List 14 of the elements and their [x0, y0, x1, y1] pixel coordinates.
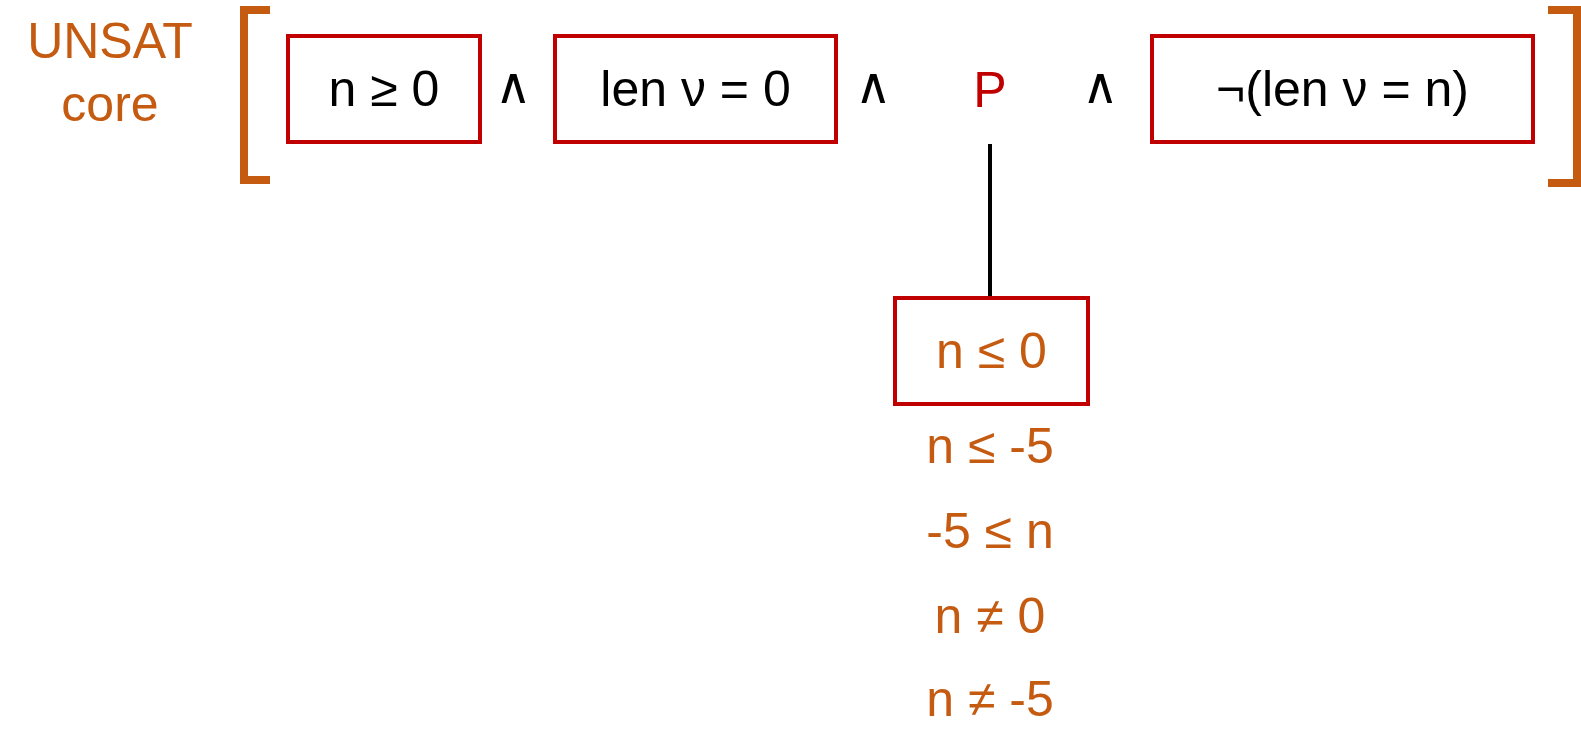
formula-text: n ≠ 0: [933, 587, 1047, 646]
predicate-symbol: P: [955, 50, 1025, 130]
formula-text: -5 ≤ n: [925, 502, 1055, 561]
operator-symbol: ∧: [853, 57, 893, 116]
annotation-text: UNSAT core: [26, 12, 194, 134]
operator-symbol: ∧: [1080, 57, 1120, 116]
formula-text: n ≠ -5: [925, 670, 1055, 729]
operator-symbol: ∧: [493, 57, 533, 116]
formula-box: len ν = 0: [553, 34, 838, 144]
formula-box: n ≥ 0: [286, 34, 482, 144]
formula-text: n ≤ -5: [925, 417, 1055, 476]
connector-line: [988, 144, 992, 296]
formula-box: ¬(len ν = n): [1150, 34, 1535, 144]
formula-box: n ≤ 0: [893, 296, 1090, 406]
